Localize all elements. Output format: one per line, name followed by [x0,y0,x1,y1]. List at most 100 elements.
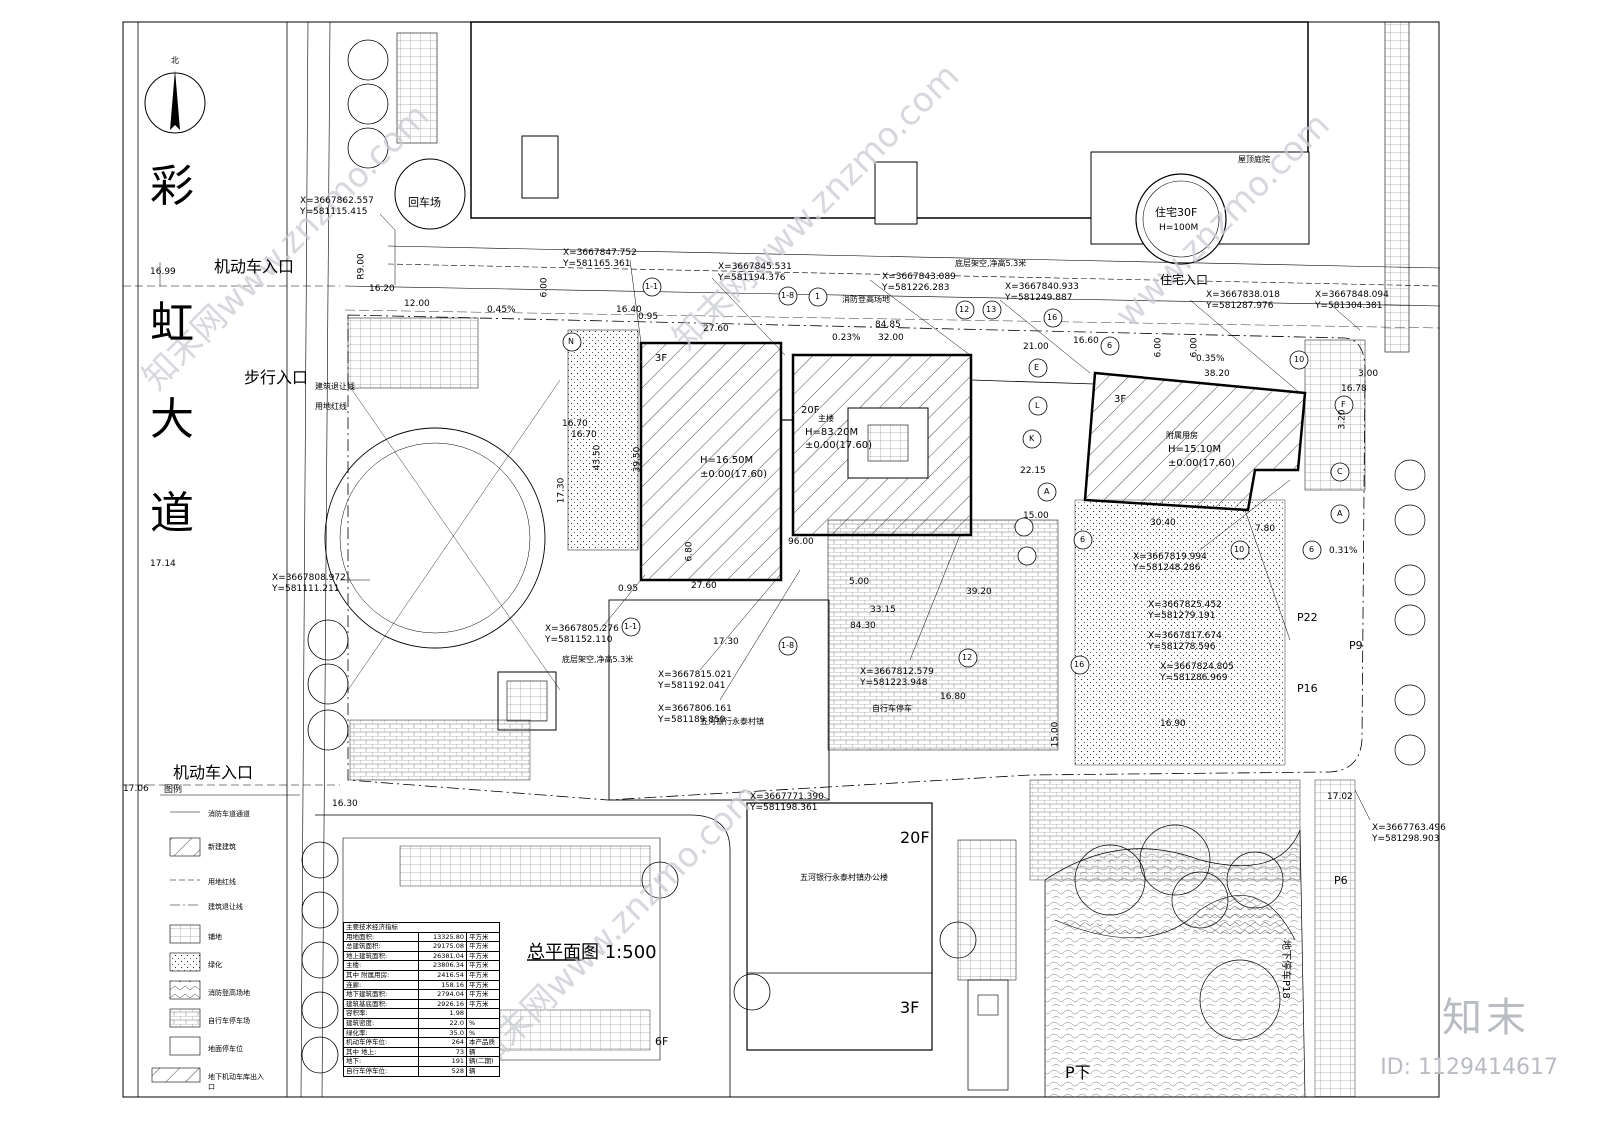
elevation-label: 16.99 [150,267,176,277]
axis-label: 6 [1107,341,1113,350]
vehicle-entrance-bottom: 机动车入口 [173,763,254,782]
dimension-label: 0.45% [487,305,516,315]
axis-label: 10 [1234,545,1245,554]
parking-p6: P6 [1334,874,1348,887]
elevation-label: 16.80 [940,692,966,702]
axis-label: 6 [1080,535,1086,544]
table-row: 建筑密度:22.0% [344,1017,499,1028]
office-floors: 20F [900,828,930,847]
legend-item: 铺地 [208,933,222,941]
elevation-label: 16.78 [1341,384,1367,394]
annex-level: ±0.00(17.60) [1168,458,1236,469]
dimension-label: 30.40 [1150,518,1176,528]
axis-label: C [1337,467,1343,476]
dimension-label: 0.95 [618,584,639,594]
dimension-label: 12.00 [404,299,430,309]
dimension-label: 27.60 [691,581,717,591]
dimension-label: 84.85 [875,320,901,330]
main-tower-level: ±0.00(17.60) [805,440,873,451]
legend-item: 新建建筑 [208,843,236,851]
main-tower-floors: 20F [801,405,820,416]
elevation-label: 16.20 [369,284,395,294]
axis-label: 16 [1074,660,1085,669]
legend-item: 用地红线 [208,878,236,886]
axis-label: 12 [962,653,973,662]
axis-label: 1-8 [781,291,795,300]
axis-label: 1-8 [781,641,795,650]
road-name-char: 虹 [150,298,194,349]
table-header: 主要技术经济指标 [346,923,398,931]
podium-height: H=16.50M [700,455,754,466]
dimension-label: 38.20 [1204,369,1230,379]
plan-title: 总平面图 1:500 [527,942,657,963]
parking-p22: P22 [1297,611,1318,624]
dimension-label: 22.15 [1020,466,1046,476]
main-tower-name: 主楼 [818,414,834,423]
axis-label: 12 [959,305,970,314]
legend-item: 消防登高场地 [208,989,250,997]
elevation-label: 16.60 [1073,336,1099,346]
annex-name: 附属用房 [1166,431,1198,440]
dimension-label: 6.00 [1153,337,1164,358]
dimension-label: 84.30 [850,621,876,631]
axis-label: 10 [1294,355,1305,364]
brand-watermark: 知末 [1442,995,1530,1041]
dimension-label: 0.35% [1196,354,1225,364]
table-row: 机动车停车位:264本产品质量检测 [344,1037,499,1047]
six-floor-label: 6F [655,1035,669,1048]
dimension-label: R9.00 [356,253,367,280]
turnaround-label: 回车场 [408,196,441,209]
table-row: 绿化率:35.0% [344,1027,499,1038]
road-name-char: 彩 [150,161,194,212]
legend-item: 绿化 [208,961,222,969]
dimension-label: 6.00 [1189,337,1200,358]
parking-p18: 地下停车P18 [1280,940,1291,999]
vehicle-entrance-top: 机动车入口 [214,257,295,276]
elevation-label: 16.30 [332,799,358,809]
elevation-label: 16.90 [1160,719,1186,729]
image-id-tag: ID: 1129414617 [1380,1055,1558,1080]
dimension-label: 39.50 [632,446,643,473]
dimension-label: 3.20 [1337,409,1348,430]
elevation-label: 17.14 [150,559,176,569]
annex-floors: 3F [1114,394,1127,405]
dimension-label: 0.23% [832,333,861,343]
bank-town-label: 五河银行永泰村镇 [700,717,764,726]
podium-level: ±0.00(17.60) [700,469,768,480]
axis-label: K [1029,434,1035,443]
stilt-note: 底层架空,净高5.3米 [955,259,1027,268]
dimension-label: 33.15 [870,605,896,615]
stilt-note: 底层架空,净高5.3米 [562,655,634,664]
road-name-char: 大 [150,394,194,445]
residential-tower-height: H=100M [1159,223,1199,233]
p-down-label: P下 [1065,1063,1091,1082]
axis-label: 1 [815,292,821,301]
dimension-label: 21.00 [1023,342,1049,352]
dimension-label: 15.00 [1023,511,1049,521]
fire-road-label: 消防登高场地 [842,295,890,304]
axis-label: 6 [1309,545,1315,554]
legend-title: 图例 [164,785,183,795]
axis-label: A [1044,487,1050,496]
dimension-label: 15.00 [1050,721,1061,748]
podium-floors: 3F [655,353,668,364]
main-tower-height: H=83.20M [805,427,859,438]
